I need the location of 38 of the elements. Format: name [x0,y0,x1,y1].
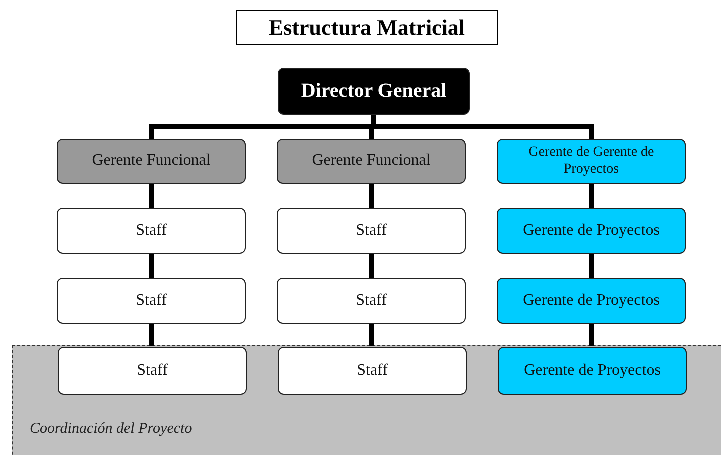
project-manager-box [497,208,686,254]
node-label: Staff [136,292,167,310]
functional-manager-box [57,139,246,184]
node-label: Staff [356,222,387,240]
node-label: Gerente Funcional [92,152,211,171]
connector-line [589,324,594,346]
node-label: Gerente de Proyectos [523,222,660,240]
node-label: Staff [136,222,167,240]
staff-box [278,347,467,395]
node-label: Staff [137,362,168,380]
diagram-title: Estructura Matricial [236,10,498,45]
functional-manager-box [277,139,466,184]
node-label: Staff [356,292,387,310]
connector-line [589,254,594,278]
node-label: Staff [357,362,388,380]
staff-box [277,278,466,324]
node-label: Gerente de Gerente de Proyectos [528,145,656,178]
node-label: Gerente de Proyectos [523,292,660,310]
staff-box [57,208,246,254]
connector-line [149,254,154,278]
node-label: Gerente Funcional [312,152,431,171]
connector-line [369,184,374,208]
project-manager-box [498,347,687,395]
connector-line [149,184,154,208]
project-manager-box [497,139,686,184]
staff-box [57,278,246,324]
node-label: Gerente de Proyectos [524,362,661,380]
connector-line [149,324,154,346]
project-manager-box [497,278,686,324]
connector-line [369,324,374,346]
staff-box [277,208,466,254]
band-label: Coordinación del Proyecto [30,420,192,438]
director-box [278,68,470,115]
node-label: Director General [301,80,447,103]
staff-box [58,347,247,395]
coordination-band [12,345,721,455]
connector-line [369,254,374,278]
connector-line [589,184,594,208]
